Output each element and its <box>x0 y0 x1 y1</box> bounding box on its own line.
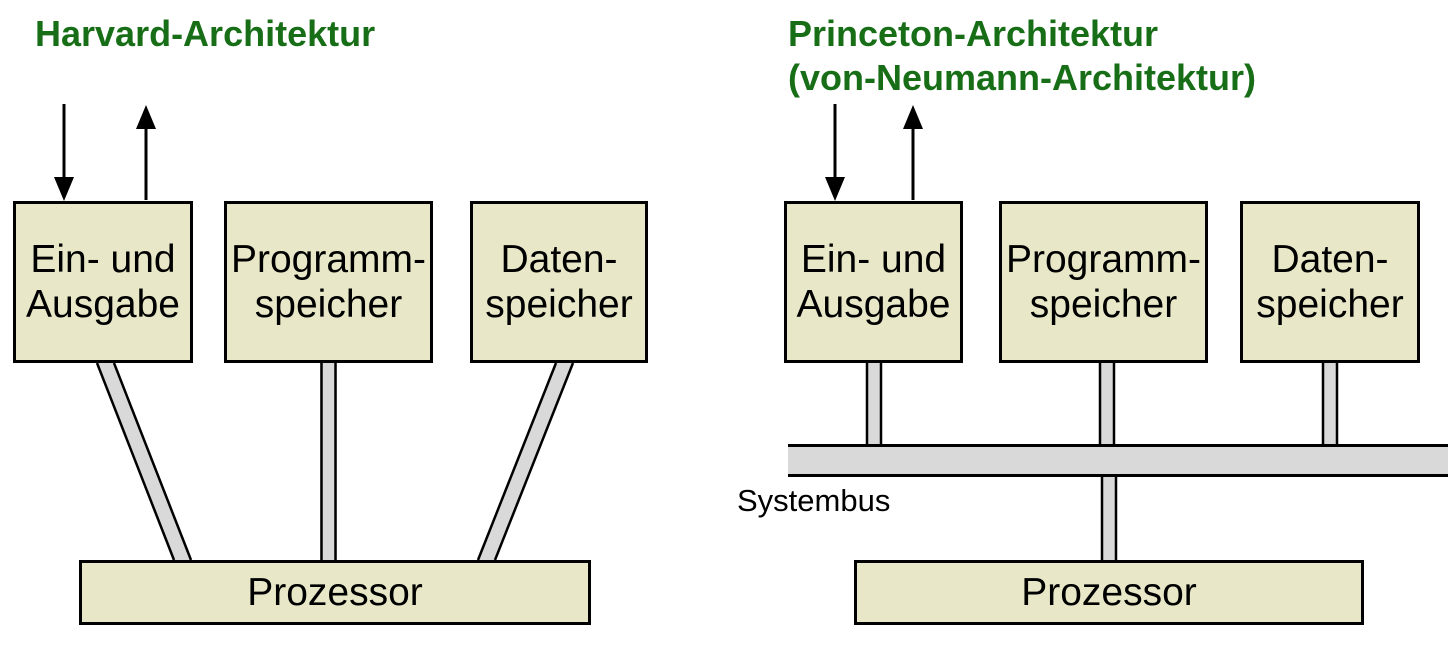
princeton-title-line: Princeton-Architektur <box>788 13 1159 54</box>
princeton-processor-stub <box>1100 475 1118 560</box>
harvard-data-memory-box: Daten- speicher <box>470 201 648 363</box>
harvard-title: Harvard-Architektur <box>35 13 376 54</box>
princeton-title-line: (von-Neumann-Architektur) <box>788 57 1257 98</box>
systembus-label: Systembus <box>737 483 891 518</box>
box-label-line: Programm- <box>1005 238 1202 281</box>
princeton-io-box: Ein- und Ausgabe <box>784 201 963 363</box>
harvard-io-box: Ein- und Ausgabe <box>13 201 193 363</box>
princeton-program-memory-box: Programm- speicher <box>999 201 1208 363</box>
box-label-line: speicher <box>1029 283 1178 326</box>
princeton-processor-box: Prozessor <box>854 560 1364 625</box>
harvard-data-bus <box>476 362 575 561</box>
box-label-line: Ein- und <box>30 238 176 281</box>
princeton-title: Princeton-Architektur (von-Neumann-Archi… <box>788 12 1256 100</box>
harvard-processor-box: Prozessor <box>79 560 591 625</box>
processor-label: Prozessor <box>247 570 423 614</box>
princeton-input-arrow-icon <box>825 104 845 201</box>
princeton-output-arrow-icon <box>903 105 923 200</box>
box-label-line: speicher <box>485 283 633 326</box>
princeton-system-bus <box>788 444 1448 477</box>
box-label-line: Ausgabe <box>26 283 180 326</box>
box-label-line: Ein- und <box>800 238 947 281</box>
box-label-line: Ausgabe <box>796 283 951 326</box>
box-label-line: speicher <box>254 283 403 326</box>
harvard-input-arrow-icon <box>54 104 74 201</box>
box-label-line: Daten- <box>500 238 618 281</box>
princeton-data-memory-box: Daten- speicher <box>1240 201 1420 363</box>
harvard-io-bus <box>95 362 193 561</box>
harvard-program-memory-box: Programm- speicher <box>224 201 433 363</box>
princeton-data-stub <box>1321 363 1339 446</box>
processor-label: Prozessor <box>1021 570 1197 614</box>
princeton-program-stub <box>1098 363 1116 446</box>
princeton-io-stub <box>865 363 883 446</box>
harvard-program-bus <box>320 363 337 560</box>
box-label-line: Programm- <box>230 238 427 281</box>
box-label-line: speicher <box>1256 283 1404 326</box>
box-label-line: Daten- <box>1271 238 1389 281</box>
harvard-output-arrow-icon <box>136 105 156 200</box>
